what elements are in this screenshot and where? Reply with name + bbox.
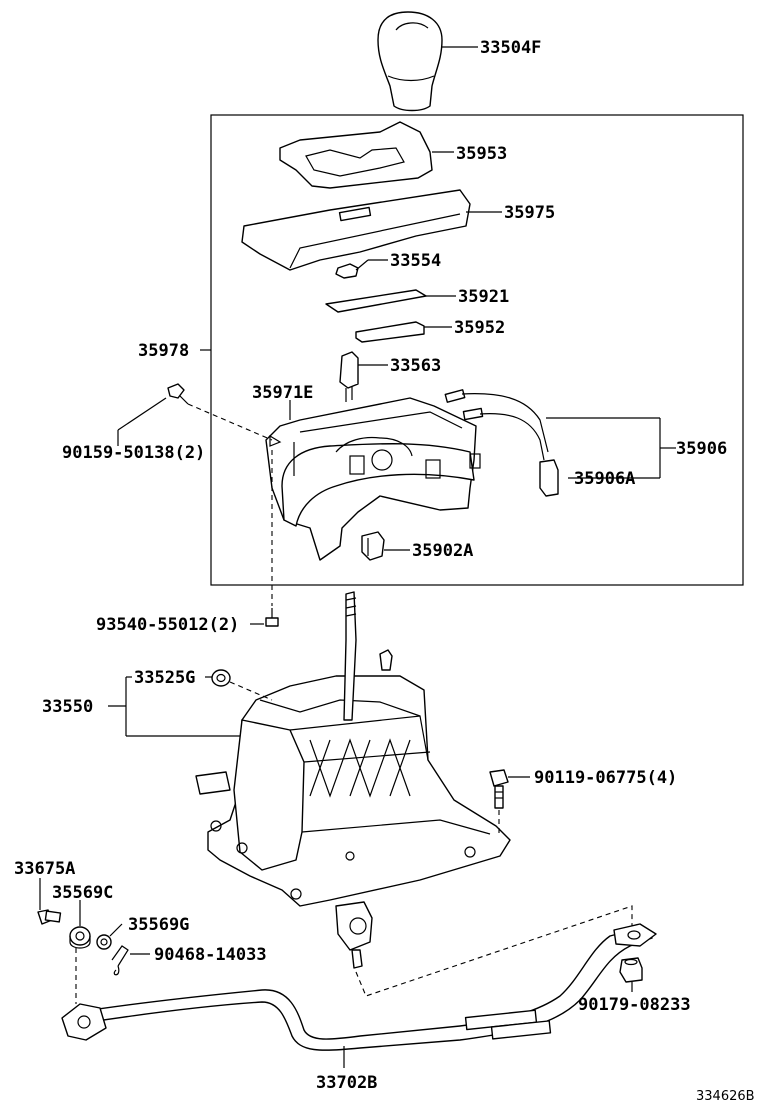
shift-knob [377, 11, 443, 112]
lower-pivot [335, 901, 373, 969]
label-35569C: 35569C [52, 883, 113, 903]
label-33525G: 33525G [134, 668, 195, 688]
console-panel [241, 189, 471, 271]
label-33675A: 33675A [14, 859, 75, 879]
label-35975: 35975 [504, 203, 555, 223]
shift-switch [339, 351, 359, 402]
label-90468: 90468-14033 [154, 945, 267, 965]
label-35971E: 35971E [252, 383, 313, 403]
label-33702B: 33702B [316, 1073, 377, 1093]
shift-lever-base [195, 649, 511, 907]
screw-93540 [265, 608, 279, 627]
label-33554: 33554 [390, 251, 441, 271]
clip-90468 [111, 945, 129, 976]
label-33504F: 33504F [480, 38, 541, 58]
label-35906: 35906 [676, 439, 727, 459]
washer-33525G [211, 669, 231, 687]
label-33563: 33563 [390, 356, 441, 376]
nut-90179 [619, 957, 643, 983]
label-90119: 90119-06775(4) [534, 768, 677, 788]
label-33550: 33550 [42, 697, 93, 717]
label-90179: 90179-08233 [578, 995, 691, 1015]
bushing-35569C [69, 926, 91, 949]
label-35952: 35952 [454, 318, 505, 338]
bushing-35569G [96, 934, 112, 950]
indicator-clip [335, 263, 359, 279]
housing-clip [361, 531, 385, 561]
shift-cover-plate [279, 121, 433, 189]
bolt-33675A [37, 909, 62, 925]
label-90159: 90159-50138(2) [62, 443, 205, 463]
shift-lever-rod [343, 591, 357, 721]
label-35953: 35953 [456, 144, 507, 164]
shift-housing [265, 397, 481, 561]
diagram-ref-code: 334626B [696, 1089, 755, 1104]
harness-connector [539, 459, 559, 497]
label-93540: 93540-55012(2) [96, 615, 239, 635]
indicator-strip [325, 289, 427, 313]
shift-rod [61, 923, 657, 1051]
wire-harness [444, 389, 549, 461]
label-35569G: 35569G [128, 915, 189, 935]
indicator-bar [355, 321, 425, 343]
label-35978: 35978 [138, 341, 189, 361]
label-35921: 35921 [458, 287, 509, 307]
label-35906A: 35906A [574, 469, 635, 489]
screw-90159 [167, 383, 189, 405]
label-35902A: 35902A [412, 541, 473, 561]
bolt-90119 [489, 769, 509, 809]
